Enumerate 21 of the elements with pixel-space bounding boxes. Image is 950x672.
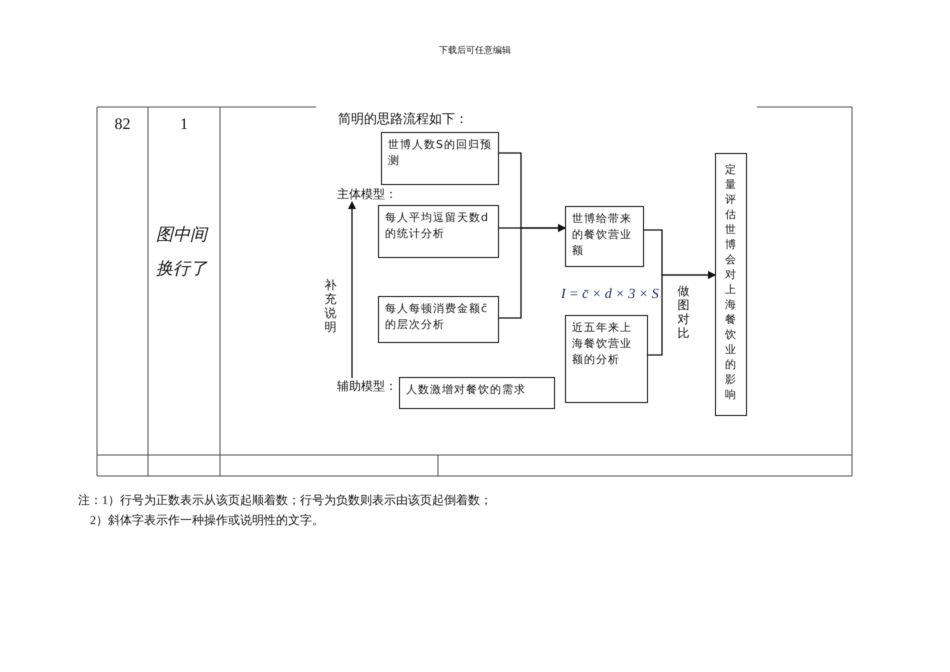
remark-text: 图中间换行了 xyxy=(156,224,210,280)
note-text: 注：1）行号为正数表示从该页起顺着数；行号为负数则表示由该页起倒着数； xyxy=(78,492,492,509)
side-label: 做图对比 xyxy=(677,284,690,340)
row-number: 82 xyxy=(114,116,132,134)
process-box: 人数激增对餐饮的需求 xyxy=(399,377,555,409)
result-box: 定量评估世博会对上海餐饮业的影响 xyxy=(715,153,747,416)
process-box: 每人平均逗留天数d的统计分析 xyxy=(378,205,499,258)
edge-label: 补充说明 xyxy=(324,278,337,334)
arrow xyxy=(348,201,356,378)
formula-text: I = c̄ × d × 3 × S xyxy=(561,287,659,303)
process-box: 每人每顿消费金额c̄的层次分析 xyxy=(378,296,499,343)
process-box: 世博给带来的餐饮营业额 xyxy=(565,206,644,267)
note-text: 2）斜体字表示作一种操作或说明性的文字。 xyxy=(90,512,324,529)
arrow xyxy=(499,224,566,319)
diagram-title: 简明的思路流程如下： xyxy=(338,111,468,128)
process-box: 近五年来上海餐饮营业额的分析 xyxy=(565,315,648,403)
arrow xyxy=(648,271,716,356)
line-number: 1 xyxy=(179,116,189,134)
model-label: 主体模型： xyxy=(337,186,407,202)
process-box: 世博人数S的回归预测 xyxy=(381,132,499,185)
header-note: 下载后可任意编辑 xyxy=(438,44,512,57)
